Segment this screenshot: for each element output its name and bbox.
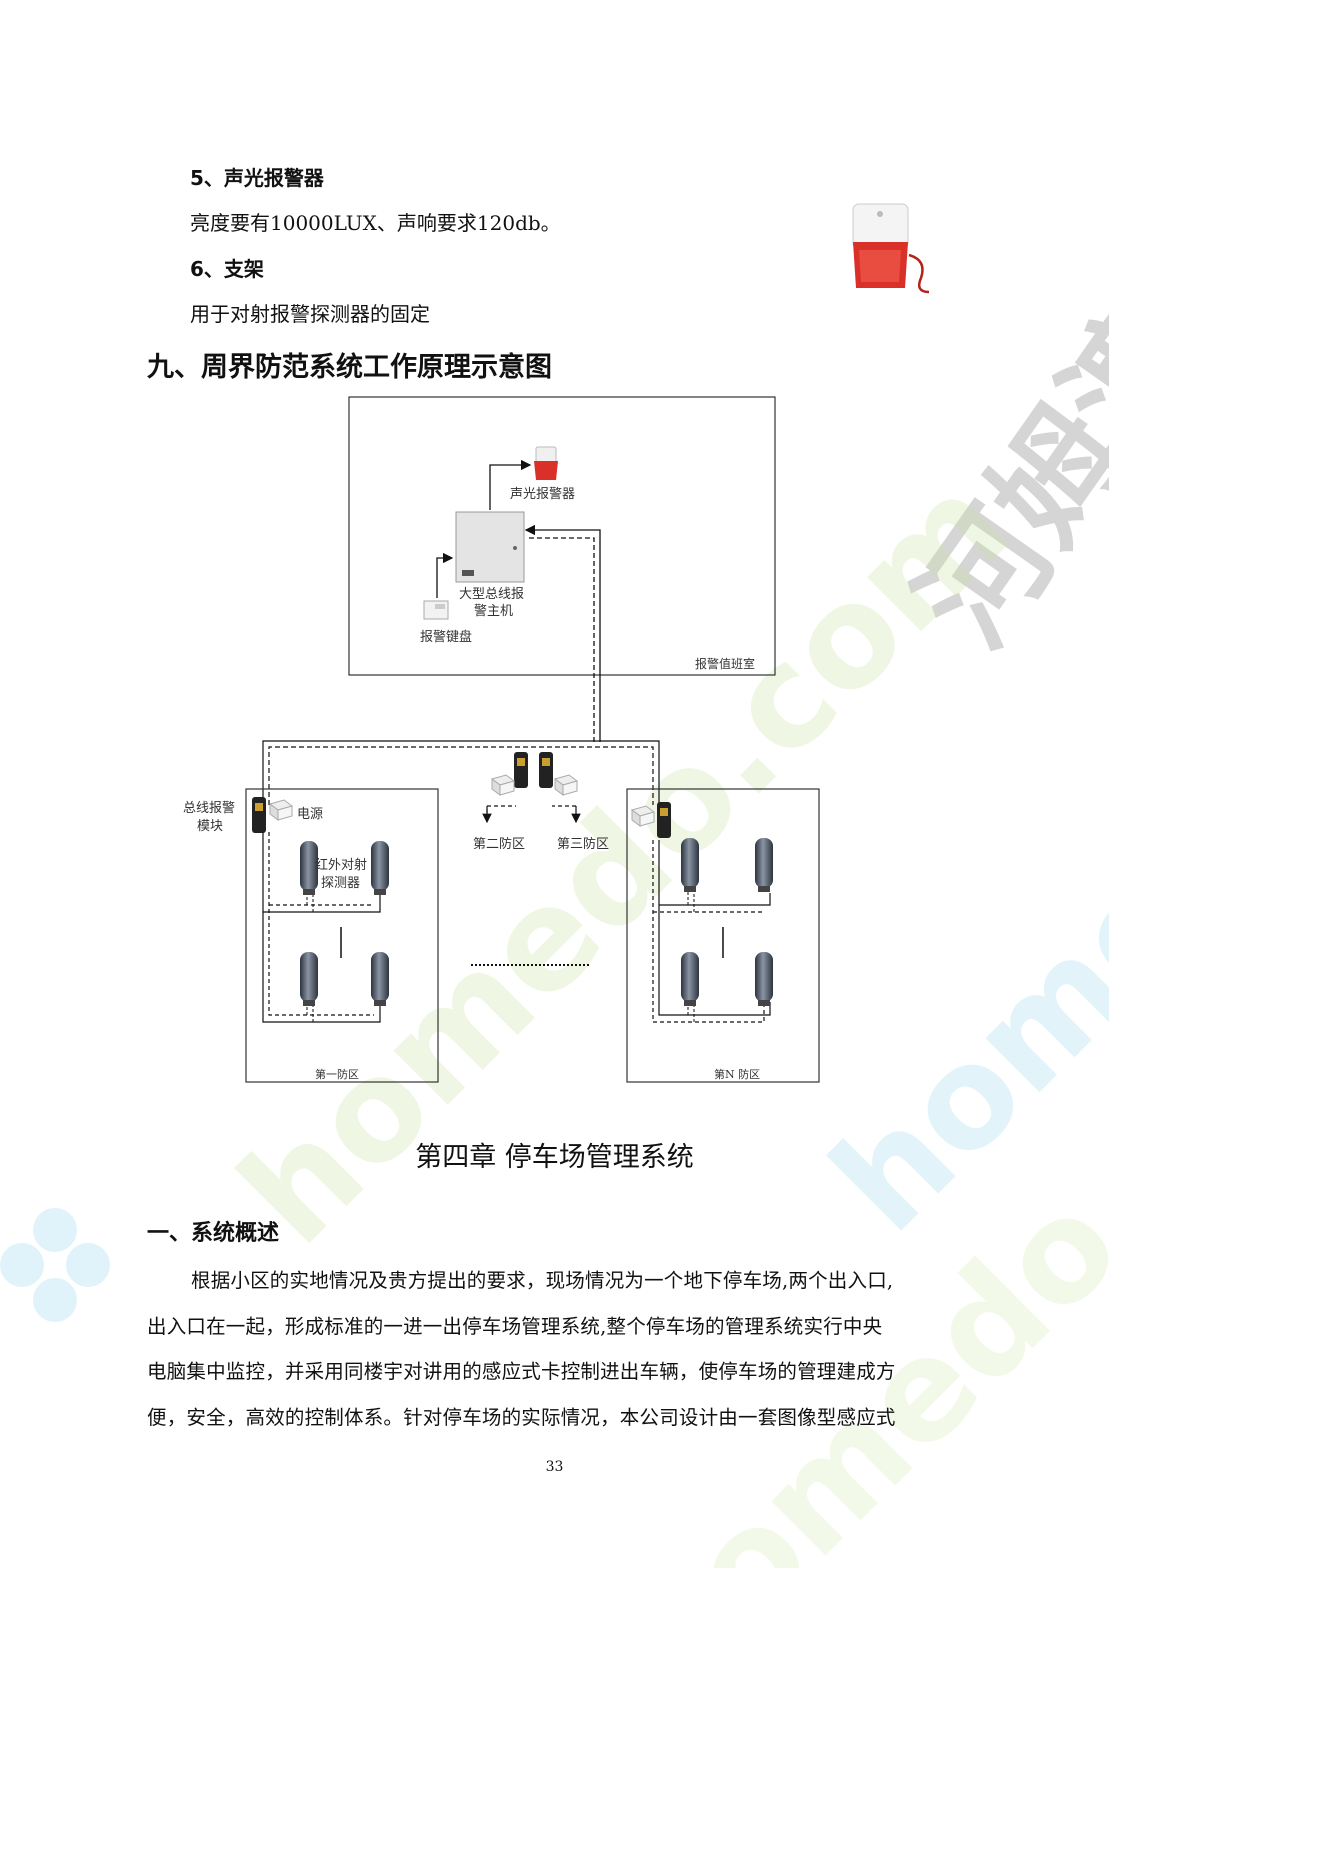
zone1-box [245, 788, 439, 1083]
keypad-icon [423, 600, 449, 620]
zone1-label: 第一防区 [315, 1067, 359, 1081]
page-number: 33 [545, 1459, 564, 1475]
zone1-detector-icon-3 [300, 952, 318, 1006]
part1-title: 一、系统概述 [147, 1221, 280, 1246]
item5-title: 5、声光报警器 [190, 166, 324, 190]
duty-room-label: 报警值班室 [695, 656, 755, 671]
zone1-bus-module-icon [252, 797, 266, 833]
item6-text: 用于对射报警探测器的固定 [190, 302, 430, 326]
watermark-brand-cn: 河姆渡 [891, 281, 1109, 671]
power-label: 电源 [297, 807, 323, 822]
zone1-detector-icon-2 [371, 841, 389, 895]
bus-module-label-line1: 总线报警 [183, 800, 235, 816]
section9-title: 九、周界防范系统工作原理示意图 [147, 352, 552, 383]
bus-module-label-line2: 模块 [197, 819, 223, 834]
zone1-power-icon [269, 799, 293, 821]
body-line-3: 电脑集中监控，并采用同楼宇对讲用的感应式卡控制进出车辆，使停车场的管理建成方 [147, 1360, 896, 1383]
zone3-power-icon [554, 774, 578, 796]
perimeter-system-diagram: 报警值班室 声光报警器 大型总线报 警主机 报警键盘 第二防区 第三防区 第一防… [183, 396, 820, 1083]
alarm-host-label-line1: 大型总线报 [459, 587, 524, 602]
zoneN-power-icon [631, 805, 655, 827]
zoneN-detector-icon-4 [755, 952, 773, 1006]
item5-text: 亮度要有10000LUX、声响要求120db。 [190, 211, 561, 235]
duty-room-box [348, 396, 776, 676]
zone3-label: 第三防区 [557, 836, 609, 852]
chapter-title: 第四章 停车场管理系统 [415, 1142, 694, 1173]
zone1-detector-icon-4 [371, 952, 389, 1006]
ir-detector-label-line2: 探测器 [321, 876, 360, 891]
body-paragraph: 根据小区的实地情况及贵方提出的要求，现场情况为一个地下停车场,两个出入口, 出入… [147, 1258, 1007, 1440]
zone2-power-icon [491, 774, 515, 796]
zone3-bus-module-icon [539, 752, 553, 788]
zone2-label: 第二防区 [473, 836, 525, 852]
keypad-label: 报警键盘 [420, 629, 472, 645]
zoneN-detector-icon-1 [681, 838, 699, 892]
watermark-flower-icon [0, 1208, 110, 1322]
zoneN-box [626, 788, 820, 1083]
zoneN-label: 第N 防区 [714, 1067, 760, 1081]
zoneN-detector-icon-2 [755, 838, 773, 892]
body-line-2: 出入口在一起，形成标准的一进一出停车场管理系统,整个停车场的管理系统实行中央 [147, 1314, 883, 1338]
siren-label: 声光报警器 [510, 486, 575, 502]
ir-detector-label-line1: 红外对射 [315, 857, 367, 873]
siren-photo [852, 203, 930, 294]
alarm-host-label-line2: 警主机 [474, 603, 513, 619]
body-line-4: 便，安全，高效的控制体系。针对停车场的实际情况，本公司设计由一套图像型感应式 [147, 1405, 896, 1429]
zone2-bus-module-icon [514, 752, 528, 788]
alarm-host-icon [455, 511, 525, 583]
zoneN-bus-module-icon [657, 802, 671, 838]
siren-icon [534, 446, 558, 480]
zoneN-detector-icon-3 [681, 952, 699, 1006]
item6-title: 6、支架 [190, 257, 264, 281]
body-line-1: 根据小区的实地情况及贵方提出的要求，现场情况为一个地下停车场,两个出入口, [191, 1269, 894, 1292]
